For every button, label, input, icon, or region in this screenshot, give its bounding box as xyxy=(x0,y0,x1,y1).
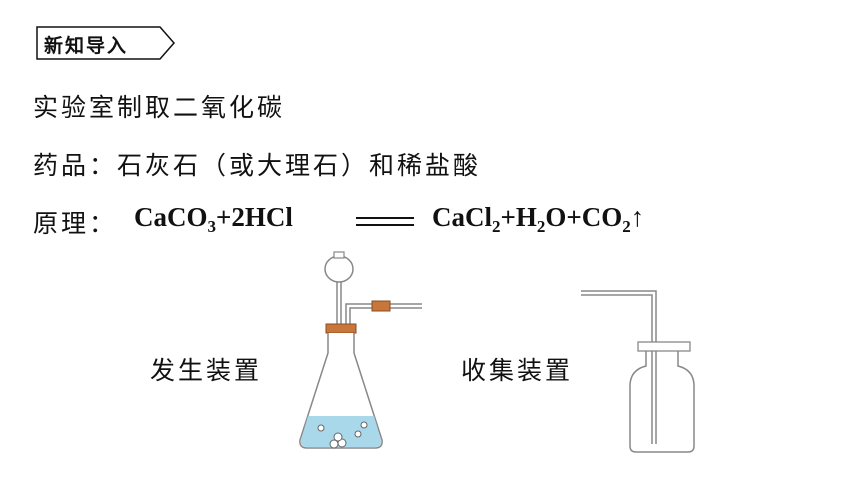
gas-arrow: ↑ xyxy=(630,202,645,232)
eq-o-co: O+CO xyxy=(545,202,623,232)
eq-sub-2c: 2 xyxy=(622,217,631,236)
equation-products: CaCl2+H2O+CO2↑ xyxy=(432,202,645,236)
eq-plus-hcl: +2HCl xyxy=(216,202,293,232)
eq-plus-h: +H xyxy=(500,202,537,232)
equation-reactants: CaCO3+2HCl xyxy=(134,202,293,236)
reagents-line: 药品：石灰石（或大理石）和稀盐酸 xyxy=(33,151,482,180)
principle-label: 原理： xyxy=(33,209,118,238)
tag-arrow-frame xyxy=(36,26,175,60)
generator-caption: 发生装置 xyxy=(150,356,263,385)
equals-sign xyxy=(356,215,414,227)
section-tag: 新知导入 xyxy=(36,26,176,60)
topic-line: 实验室制取二氧化碳 xyxy=(33,93,286,122)
generator-apparatus-illustration xyxy=(299,251,422,449)
tag-label: 新知导入 xyxy=(44,35,129,57)
eq-sub-3: 3 xyxy=(207,217,217,236)
collector-caption: 收集装置 xyxy=(461,356,574,385)
collection-bottle-illustration xyxy=(581,290,695,453)
eq-cacl: CaCl xyxy=(432,202,492,232)
eq-sub-2b: 2 xyxy=(536,217,546,236)
eq-sub-2a: 2 xyxy=(492,217,501,236)
eq-caco3: CaCO xyxy=(134,202,208,232)
